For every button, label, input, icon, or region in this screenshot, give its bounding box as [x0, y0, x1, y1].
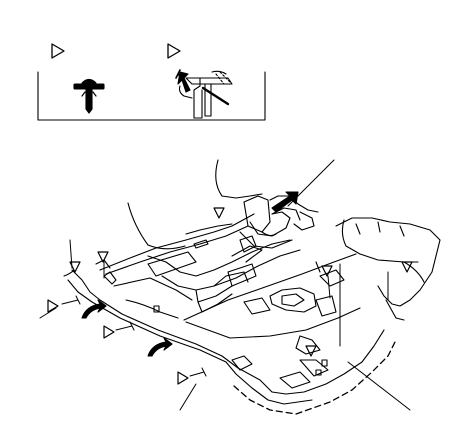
carpet-rear-section	[335, 217, 441, 307]
triangle-marker-icon	[167, 43, 181, 59]
legend-frame	[37, 71, 266, 121]
triangle-marker-icon	[69, 261, 81, 273]
carpet-left-edge	[71, 269, 385, 395]
triangle-marker-icon	[321, 265, 333, 277]
carpet-rear-dashed-outline	[233, 339, 397, 415]
front-floor-panel	[99, 213, 255, 271]
legend-item-clip-removal	[167, 43, 233, 119]
removal-arrows	[81, 71, 299, 357]
clip-removal-tool-icon	[175, 69, 233, 119]
triangle-marker-icon	[401, 261, 413, 273]
curved-arrow-icon	[177, 71, 191, 93]
legend-item-push-clip	[51, 43, 105, 114]
triangle-marker-icon	[51, 43, 65, 59]
shift-boot-area	[243, 195, 271, 233]
clip-symbols	[61, 295, 207, 377]
floor-carpet	[63, 195, 441, 415]
curved-arrow-icon	[271, 191, 299, 213]
triangle-marker-icon	[213, 207, 225, 219]
callout-markers	[47, 207, 413, 385]
rear-floor-panel	[183, 253, 357, 321]
triangle-marker-icon	[305, 345, 317, 357]
curved-arrow-icon	[81, 299, 107, 319]
triangle-marker-icon	[47, 299, 59, 313]
triangle-marker-icon	[177, 371, 189, 385]
leader-lines	[39, 159, 411, 411]
triangle-marker-icon	[103, 325, 115, 339]
push-clip-icon	[73, 78, 105, 114]
center-tunnel	[147, 239, 291, 277]
legend	[37, 43, 266, 121]
triangle-marker-icon	[97, 251, 109, 263]
front-seat-outline	[127, 159, 263, 250]
curved-arrow-icon	[147, 337, 173, 357]
